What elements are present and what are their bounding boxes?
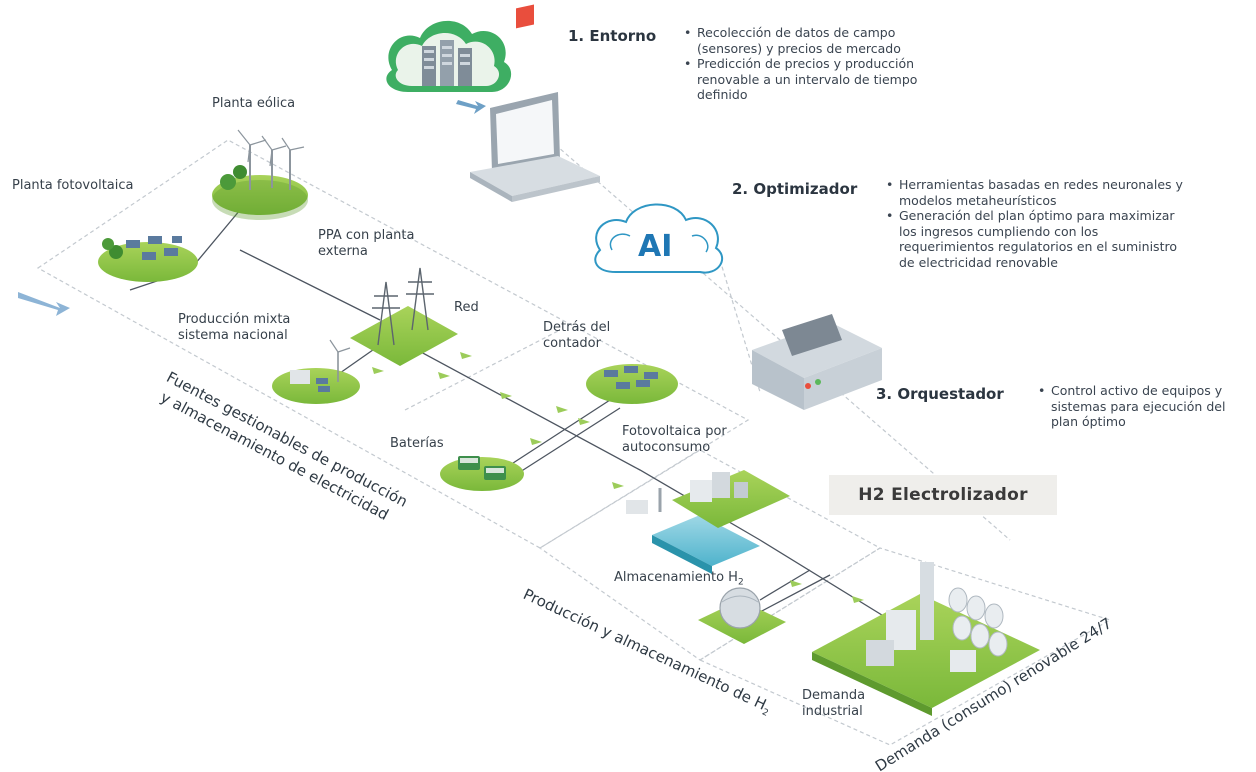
label-almacenamiento-text: Almacenamiento H (614, 570, 738, 585)
flow-arrow-icon (18, 292, 70, 316)
label-produccion-mixta: Producción mixta sistema nacional (178, 312, 291, 343)
label-demanda-industrial: Demanda industrial (802, 688, 866, 719)
grid-tower-icon (350, 267, 458, 366)
step-3-title: 3. Orquestador (876, 385, 1004, 403)
solar-plant-icon (98, 236, 198, 282)
label-ppa: PPA con planta externa (318, 228, 415, 259)
ai-cloud-icon: AI (594, 203, 723, 274)
step-1-bullets: Recolección de datos de campo (sensores)… (684, 25, 954, 103)
battery-icon (440, 456, 524, 491)
label-almacenamiento-h2: Almacenamiento H2 (614, 570, 744, 591)
label-red: Red (454, 300, 479, 315)
industrial-plant-icon (812, 562, 1040, 716)
step-1-title: 1. Entorno (568, 27, 657, 45)
step-2-bullet: Generación del plan óptimo para maximiza… (886, 208, 1191, 270)
label-fotovoltaica-autoconsumo: Fotovoltaica por autoconsumo (622, 424, 727, 455)
step-2-bullet: Herramientas basadas en redes neuronales… (886, 177, 1191, 208)
laptop-icon (470, 4, 600, 202)
mixed-production-icon (272, 339, 360, 404)
step-2-bullets: Herramientas basadas en redes neuronales… (886, 177, 1191, 270)
ai-label: AI (638, 229, 672, 264)
label-planta-eolica: Planta eólica (212, 96, 296, 111)
step-3-bullets: Control activo de equipos y sistemas par… (1038, 383, 1253, 430)
rooftop-solar-icon (586, 364, 678, 404)
label-planta-fotovoltaica: Planta fotovoltaica (12, 178, 134, 193)
label-baterias: Baterías (390, 436, 444, 451)
step-3-bullet: Control activo de equipos y sistemas par… (1038, 383, 1253, 430)
flow-arrows (372, 352, 864, 603)
region-demanda (698, 547, 1112, 746)
step-1-bullet: Predicción de precios y producción renov… (684, 56, 954, 103)
wind-plant-icon (212, 129, 308, 220)
label-detras-contador: Detrás del contador (543, 320, 611, 351)
electrolyzer-icon (626, 470, 790, 574)
cloud-server-icon (386, 20, 512, 93)
arrow-to-laptop-icon (456, 100, 486, 114)
step-1-bullet: Recolección de datos de campo (sensores)… (684, 25, 954, 56)
h2-electrolizador-tag: H2 Electrolizador (829, 475, 1057, 515)
step-2-title: 2. Optimizador (732, 180, 858, 198)
hydrogen-tank-icon (698, 587, 786, 644)
label-almacenamiento-sub: 2 (737, 577, 744, 588)
control-console-icon (752, 314, 882, 410)
region-fuentes (36, 139, 750, 549)
